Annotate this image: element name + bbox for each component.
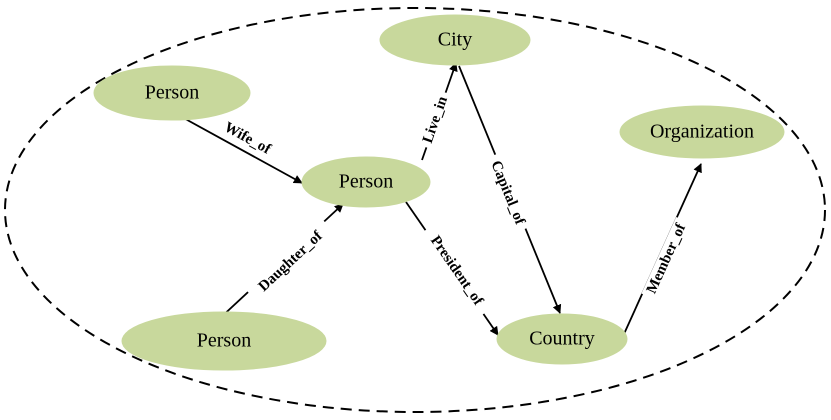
- node-label: City: [438, 29, 472, 51]
- member-of-label: Member_of: [644, 220, 690, 296]
- node-person-bottom: Person: [121, 311, 327, 371]
- node-person-top: Person: [93, 65, 251, 121]
- node-shape: [93, 65, 251, 121]
- node-shape: [619, 105, 785, 159]
- node-label: Person: [145, 82, 199, 104]
- node-shape: [301, 156, 431, 208]
- node-shape: [121, 311, 327, 371]
- node-label: Organization: [650, 121, 754, 143]
- node-shape: [496, 313, 628, 365]
- edge-member-of: Member_of: [623, 163, 702, 335]
- edge-wife-of: Wife_of: [179, 114, 303, 184]
- daughter-of-label: Daughter_of: [256, 228, 327, 295]
- edge-live-in: Live_in: [417, 62, 458, 161]
- president-of-label: President_of: [427, 233, 487, 309]
- node-label: Person: [197, 330, 251, 352]
- edge-president-of: President_of: [405, 201, 499, 336]
- node-organization: Organization: [619, 105, 785, 159]
- node-label: Person: [339, 171, 393, 193]
- edge-capital-of: Capital_of: [458, 65, 562, 314]
- graph-boundary: [4, 7, 826, 413]
- edge-daughter-of: Daughter_of: [217, 203, 344, 321]
- node-city: City: [379, 14, 531, 66]
- node-shape: [379, 14, 531, 66]
- live-in-label: Live_in: [420, 94, 451, 146]
- node-label: Country: [529, 328, 595, 350]
- node-country: Country: [496, 313, 628, 365]
- node-person-center: Person: [301, 156, 431, 208]
- wife-of-arrow: [179, 115, 303, 184]
